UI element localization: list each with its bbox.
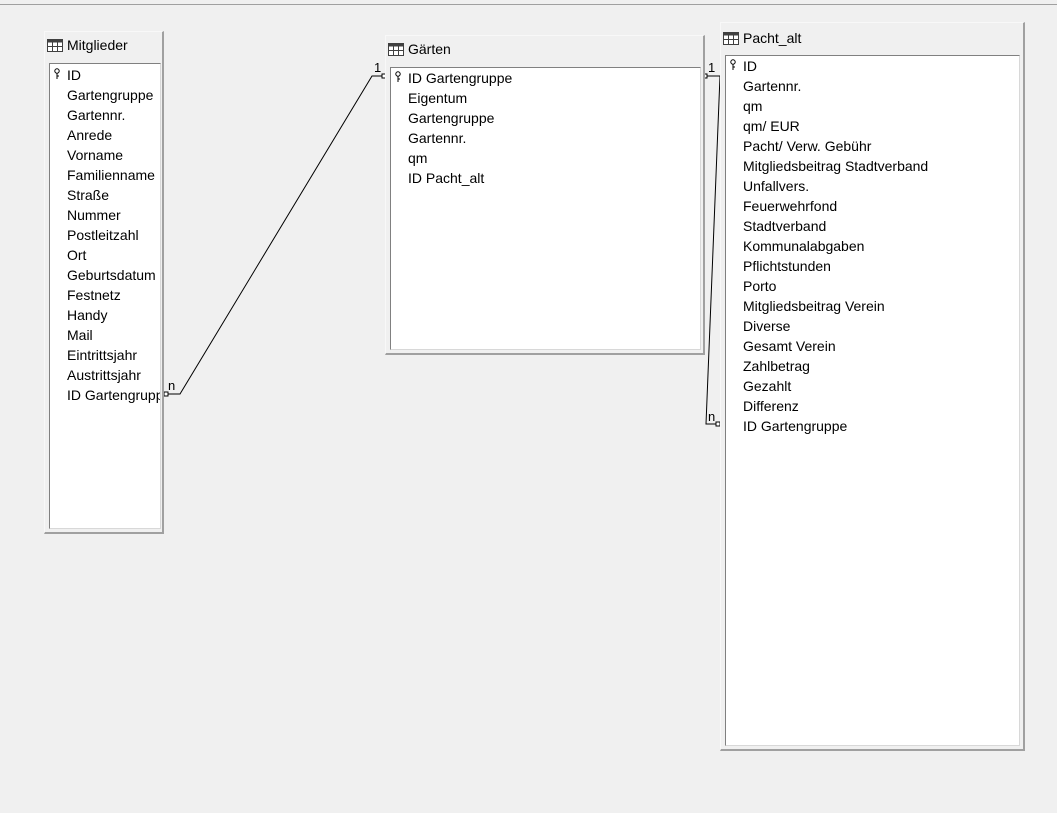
field-list[interactable]: ID Gartennr. qm qm/ EUR Pacht/ Verw. Geb… [725,55,1020,746]
field-name: ID Gartengruppe [743,418,848,434]
primary-key-icon [54,68,60,79]
field-name: Pacht/ Verw. Gebühr [743,138,872,154]
table-icon [723,31,739,45]
table-icon [47,38,63,52]
field-name: Festnetz [67,287,121,303]
field-name: ID Gartengruppe [67,387,161,403]
field-name: Differenz [743,398,799,414]
field-name: Porto [743,278,777,294]
field-name: Pflichtstunden [743,258,831,274]
table-title[interactable]: Gärten [388,39,451,59]
table-window-mitglieder[interactable]: Mitglieder ID Gartengruppe Gartennr. Anr… [44,31,164,534]
field-name: Kommunalabgaben [743,238,865,254]
table-icon [388,42,404,56]
field-name: Eintrittsjahr [67,347,138,363]
field-name: Mitgliedsbeitrag Stadtverband [743,158,929,174]
table-title[interactable]: Pacht_alt [723,28,801,48]
relation-one-label: 1 [708,60,716,75]
field-name: Vorname [67,147,124,163]
field-name: ID Gartengruppe [408,70,513,86]
field-name: Mitgliedsbeitrag Verein [743,298,885,314]
top-divider [0,0,1057,5]
primary-key-icon [730,59,736,70]
field-name: ID [67,67,81,83]
primary-key-icon [395,71,401,82]
field-name: Ort [67,247,87,263]
field-name: Mail [67,327,93,343]
field-name: qm/ EUR [743,118,800,134]
relation-many-label: n [708,409,716,424]
field-name: qm [408,150,428,166]
field-name: Diverse [743,318,791,334]
field-name: Gartennr. [408,130,467,146]
field-name: ID [743,58,757,74]
field-list[interactable]: ID Gartengruppe Gartennr. Anrede Vorname… [49,63,161,529]
field-name: qm [743,98,763,114]
field-name: Straße [67,187,110,203]
field-name: Postleitzahl [67,227,139,243]
field-name: Geburtsdatum [67,267,156,283]
field-name: Anrede [67,127,113,143]
table-name: Gärten [408,41,451,57]
field-name: Gesamt Verein [743,338,836,354]
relation-line-pacht-gaerten [705,75,721,425]
field-name: Nummer [67,207,121,223]
field-name: Handy [67,307,108,323]
relation-one-label: 1 [374,60,382,75]
field-name: Feuerwehrfond [743,198,838,214]
field-name: Gartengruppe [408,110,495,126]
field-name: Austrittsjahr [67,367,141,383]
field-name: Familienname [67,167,155,183]
field-list[interactable]: ID Gartengruppe Eigentum Gartengruppe Ga… [390,67,701,350]
table-window-pacht-alt[interactable]: Pacht_alt ID Gartennr. qm qm/ EUR Pacht/… [720,22,1025,751]
field-name: Unfallvers. [743,178,810,194]
relation-line-mitglieder-gaerten [168,75,383,395]
field-name: Gartennr. [743,78,802,94]
field-name: Eigentum [408,90,468,106]
field-name: Gartengruppe [67,87,154,103]
table-name: Mitglieder [67,37,128,53]
table-window-gaerten[interactable]: Gärten ID Gartengruppe Eigentum Gartengr… [385,35,705,355]
field-name: Gartennr. [67,107,126,123]
field-name: Zahlbetrag [743,358,810,374]
field-name: Stadtverband [743,218,827,234]
field-name: Gezahlt [743,378,792,394]
field-name: ID Pacht_alt [408,170,485,186]
table-title[interactable]: Mitglieder [47,35,128,55]
relation-many-label: n [168,378,176,393]
table-name: Pacht_alt [743,30,802,46]
